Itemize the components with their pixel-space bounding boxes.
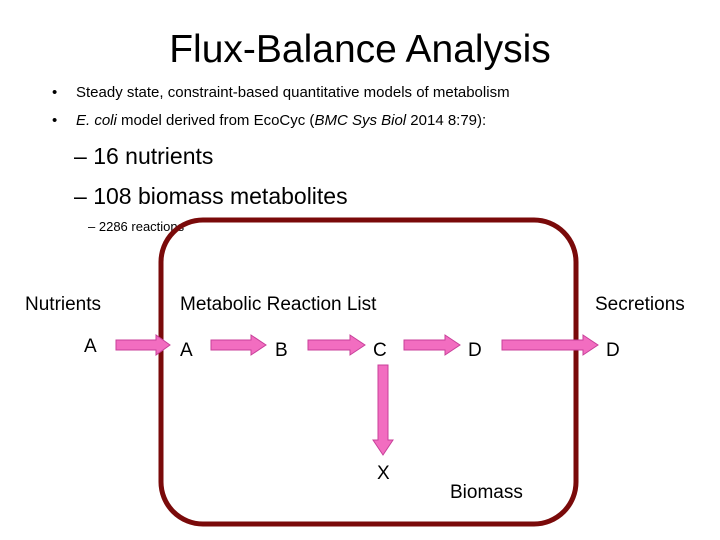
node-d-outside: D [606, 340, 620, 361]
bullet-marker: • [52, 112, 58, 129]
slide-title: Flux-Balance Analysis [169, 28, 551, 71]
subsubbullet-marker: – [88, 219, 96, 234]
bullet-text-post: 2014 8:79): [406, 112, 487, 129]
arrow-b-to-c [307, 334, 366, 356]
arrow-a-to-b [210, 334, 267, 356]
subsubbullet-reactions: – 2286 reactions [88, 219, 184, 234]
bullet-text: E. coli model derived from EcoCyc (BMC S… [76, 112, 486, 129]
node-d: D [468, 340, 482, 361]
bullet-marker: • [52, 84, 58, 101]
organism-name: E. coli [76, 112, 117, 129]
subbullet-text: 108 biomass metabolites [93, 183, 348, 209]
subbullet-text: 16 nutrients [93, 143, 214, 169]
arrow-c-to-d [403, 334, 461, 356]
node-b: B [275, 340, 288, 361]
node-c: C [373, 340, 387, 361]
arrow-nutrient-to-a [115, 334, 171, 356]
subbullet-marker: – [74, 143, 87, 169]
node-x: X [377, 463, 390, 484]
nutrients-label: Nutrients [25, 294, 102, 315]
bullet-text: Steady state, constraint-based quantitat… [76, 84, 510, 101]
node-a-outside: A [84, 336, 97, 357]
biomass-label: Biomass [450, 482, 523, 503]
reaction-list-label: Metabolic Reaction List [180, 294, 377, 315]
subbullet-nutrients: – 16 nutrients [74, 143, 213, 170]
subsubbullet-text: 2286 reactions [98, 219, 185, 234]
cell-boundary-box [158, 217, 579, 527]
node-a: A [180, 340, 193, 361]
subbullet-marker: – [74, 183, 87, 209]
journal-name: BMC Sys Biol [314, 112, 407, 129]
arrow-c-to-x [372, 364, 394, 456]
subbullet-biomass-metabolites: – 108 biomass metabolites [74, 183, 348, 210]
secretions-label: Secretions [595, 294, 685, 315]
arrow-d-to-secretion [501, 334, 599, 356]
bullet-text-mid: model derived from EcoCyc ( [116, 112, 315, 129]
